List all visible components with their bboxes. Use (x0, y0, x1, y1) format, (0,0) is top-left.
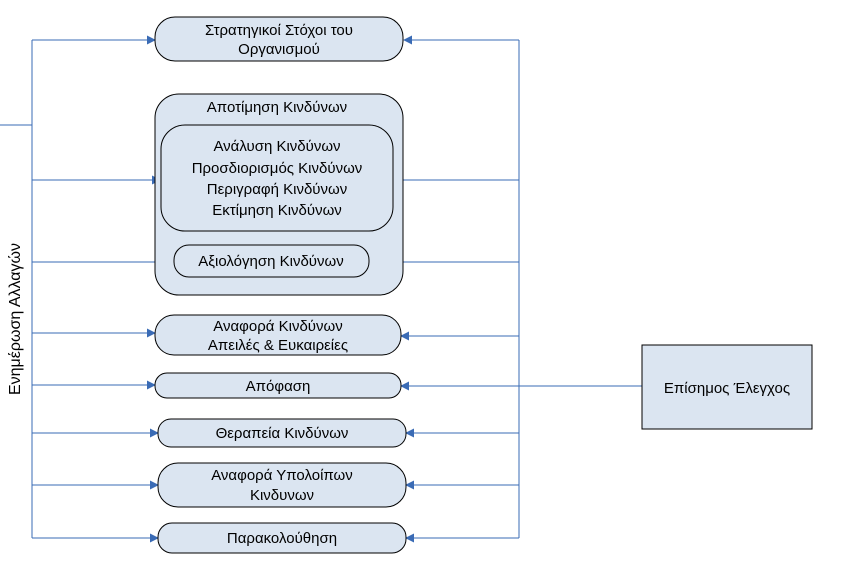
risk-treatment-label: Θεραπεία Κινδύνων (216, 425, 349, 442)
formal-audit-label: Επίσημος Έλεγχος (664, 380, 790, 397)
risk-treatment-box: Θεραπεία Κινδύνων (157, 418, 407, 448)
decision-box: Απόφαση (154, 372, 402, 399)
risk-report-box: Αναφορά Κινδύνων Απειλές & Ευκαιρείες (154, 314, 402, 356)
strategic-goals-line2: Οργανισμού (238, 41, 320, 58)
risk-report-line1: Αναφορά Κινδύνων (213, 318, 342, 335)
risk-analysis-line2: Προσδιορισμός Κινδύνων (192, 160, 363, 177)
residual-report-line2: Κινδυνων (250, 487, 314, 504)
formal-audit-box: Επίσημος Έλεγχος (641, 344, 813, 430)
risk-assessment-title: Αποτίμηση Κινδύνων (207, 99, 347, 116)
strategic-goals-box: Στρατηγικοί Στόχοι του Οργανισμού (154, 16, 404, 62)
monitoring-box: Παρακολούθηση (157, 522, 407, 554)
side-label-change-notification: Ενημέρωση Αλλαγών (7, 243, 24, 395)
risk-evaluation-label: Αξιολόγηση Κινδύνων (198, 253, 343, 270)
residual-report-line1: Αναφορά Υπολοίπων (211, 467, 353, 484)
risk-analysis-line4: Εκτίμηση Κινδύνων (212, 202, 342, 219)
risk-analysis-box: Ανάλυση Κινδύνων Προσδιορισμός Κινδύνων … (160, 124, 394, 232)
decision-label: Απόφαση (246, 378, 311, 395)
risk-analysis-line3: Περιγραφή Κινδύνων (207, 181, 347, 198)
risk-evaluation-box: Αξιολόγηση Κινδύνων (173, 244, 370, 278)
monitoring-label: Παρακολούθηση (227, 530, 337, 547)
risk-report-line2: Απειλές & Ευκαιρείες (208, 337, 348, 354)
residual-risk-report-box: Αναφορά Υπολοίπων Κινδυνων (157, 462, 407, 508)
strategic-goals-line1: Στρατηγικοί Στόχοι του (205, 22, 353, 39)
risk-analysis-line1: Ανάλυση Κινδύνων (213, 138, 340, 155)
